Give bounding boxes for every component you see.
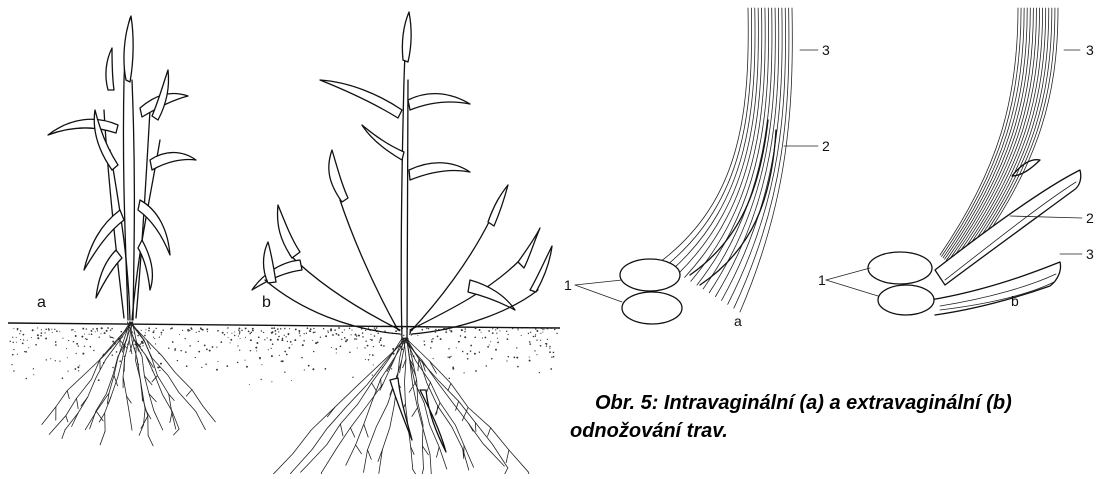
- plant-b-label: b: [262, 294, 271, 311]
- soil: [8, 323, 560, 385]
- detail-b-drawing: [826, 8, 1082, 315]
- soil-stipple: [10, 327, 558, 385]
- detail-a-callout-1: 1: [564, 277, 572, 293]
- detail-b-bud-lower: [878, 285, 934, 315]
- detail-a-bud-lower: [622, 292, 682, 324]
- detail-a-callout-3: 3: [822, 42, 830, 58]
- plant-b-drawing: [252, 12, 552, 474]
- caption-line-1: Obr. 5: Intravaginální (a) a extravaginá…: [595, 392, 1012, 415]
- caption-line-2: odnožování trav.: [570, 420, 728, 443]
- ground-line: [8, 323, 560, 328]
- detail-b-callout-3-bottom: 3: [1086, 246, 1094, 262]
- plant-a-drawing: [42, 16, 216, 446]
- detail-b-callout-3-top: 3: [1086, 42, 1094, 58]
- detail-a-bud-upper: [620, 259, 680, 291]
- detail-b-bud-upper: [868, 252, 932, 284]
- plant-a-label: a: [37, 294, 46, 311]
- detail-a-drawing: [575, 8, 818, 324]
- detail-a-tag: a: [734, 313, 742, 329]
- detail-a-callout-2: 2: [822, 138, 830, 154]
- detail-b-callout-2: 2: [1086, 210, 1094, 226]
- plant-a-roots: [42, 322, 216, 446]
- detail-b-tag: b: [1011, 293, 1019, 309]
- detail-b-callout-1: 1: [818, 272, 826, 288]
